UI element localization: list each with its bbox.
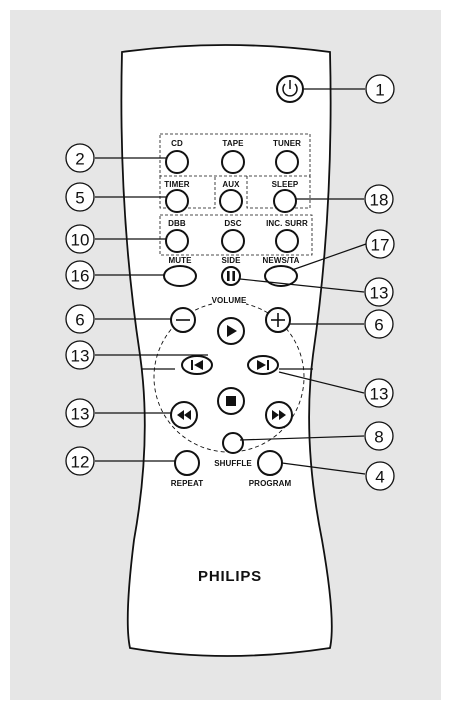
callout-search: 13 <box>65 398 95 428</box>
mute-label: MUTE <box>168 256 192 265</box>
play-button[interactable] <box>217 317 245 345</box>
tape-label: TAPE <box>222 139 244 148</box>
fast-forward-icon <box>272 410 286 420</box>
callout-mute: 16 <box>65 260 95 290</box>
stop-icon <box>226 396 236 406</box>
tape-button[interactable] <box>221 150 245 174</box>
svg-text:12: 12 <box>71 453 90 472</box>
cd-button[interactable] <box>165 150 189 174</box>
rewind-icon <box>177 410 191 420</box>
volume-down-button[interactable] <box>170 307 196 333</box>
news-ta-button[interactable] <box>264 265 298 287</box>
sleep-label: SLEEP <box>272 180 299 189</box>
svg-text:13: 13 <box>370 284 389 303</box>
next-track-button[interactable] <box>247 355 279 375</box>
svg-text:2: 2 <box>75 150 84 169</box>
svg-text:18: 18 <box>370 191 389 210</box>
callout-timer: 5 <box>65 182 95 212</box>
leader-lines <box>95 88 367 475</box>
side-label: SIDE <box>221 256 241 265</box>
timer-label: TIMER <box>164 180 190 189</box>
previous-track-icon <box>191 360 203 370</box>
timer-aux-sleep-group-box <box>159 176 311 209</box>
rewind-button[interactable] <box>170 401 198 429</box>
svg-text:13: 13 <box>71 405 90 424</box>
aux-button[interactable] <box>219 189 243 213</box>
svg-text:13: 13 <box>71 347 90 366</box>
mute-button[interactable] <box>163 265 197 287</box>
sound-group-box <box>159 214 313 256</box>
previous-track-button[interactable] <box>181 355 213 375</box>
callout-standby: 1 <box>365 74 395 104</box>
callout-cd: 2 <box>65 143 95 173</box>
svg-text:8: 8 <box>374 428 383 447</box>
repeat-label: REPEAT <box>171 479 203 488</box>
timer-button[interactable] <box>165 189 189 213</box>
dsc-button[interactable] <box>221 229 245 253</box>
callout-sleep: 18 <box>364 184 394 214</box>
svg-text:16: 16 <box>71 267 90 286</box>
cd-label: CD <box>171 139 183 148</box>
fast-forward-button[interactable] <box>265 401 293 429</box>
svg-text:13: 13 <box>370 385 389 404</box>
svg-text:1: 1 <box>375 81 384 100</box>
svg-text:17: 17 <box>371 236 390 255</box>
callout-side: 13 <box>364 277 394 307</box>
program-button[interactable] <box>257 450 283 476</box>
callout-shuffle: 8 <box>364 421 394 451</box>
source-group-box <box>159 133 311 177</box>
program-label: PROGRAM <box>249 479 292 488</box>
tuner-button[interactable] <box>275 150 299 174</box>
power-icon <box>282 80 298 97</box>
play-icon <box>227 325 237 337</box>
sleep-button[interactable] <box>273 189 297 213</box>
dsc-label: DSC <box>224 219 241 228</box>
volume-label: VOLUME <box>212 296 247 305</box>
callout-dbb: 10 <box>65 224 95 254</box>
callout-next: 13 <box>364 378 394 408</box>
standby-button[interactable] <box>276 75 304 103</box>
callout-program: 4 <box>365 461 395 491</box>
volume-up-button[interactable] <box>265 307 291 333</box>
plus-icon <box>271 313 285 327</box>
callout-skip: 13 <box>65 340 95 370</box>
side-pause-button[interactable] <box>221 266 241 286</box>
stop-button[interactable] <box>217 387 245 415</box>
inc-surr-label: INC. SURR <box>266 219 308 228</box>
dbb-label: DBB <box>168 219 186 228</box>
repeat-button[interactable] <box>174 450 200 476</box>
callout-news-ta: 17 <box>365 229 395 259</box>
callout-volume-down: 6 <box>65 304 95 334</box>
next-track-icon <box>257 360 269 370</box>
inc-surr-button[interactable] <box>275 229 299 253</box>
callout-repeat: 12 <box>65 446 95 476</box>
news-ta-label: NEWS/TA <box>263 256 300 265</box>
remote-body <box>120 44 333 657</box>
svg-text:5: 5 <box>75 189 84 208</box>
pause-icon <box>227 271 235 281</box>
shuffle-label: SHUFFLE <box>214 459 252 468</box>
tuner-label: TUNER <box>273 139 301 148</box>
svg-text:4: 4 <box>375 468 384 487</box>
aux-label: AUX <box>222 180 240 189</box>
brand-logo: PHILIPS <box>198 568 262 585</box>
svg-text:10: 10 <box>71 231 90 250</box>
dbb-button[interactable] <box>165 229 189 253</box>
svg-text:6: 6 <box>75 311 84 330</box>
callout-volume-up: 6 <box>364 309 394 339</box>
shuffle-button[interactable] <box>222 432 244 454</box>
svg-text:6: 6 <box>374 316 383 335</box>
